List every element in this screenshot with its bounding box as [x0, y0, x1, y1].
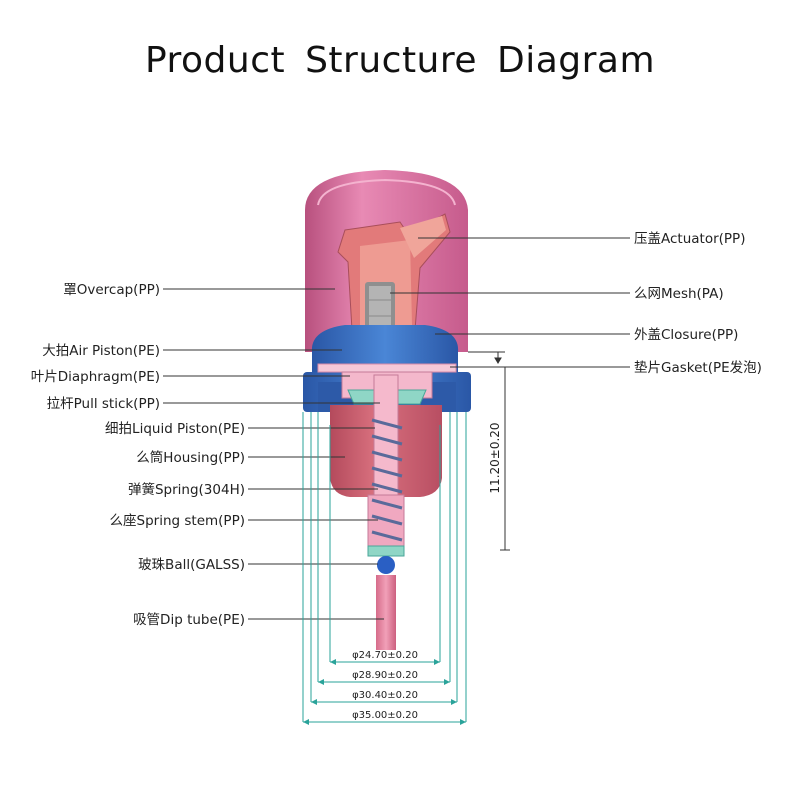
spring [371, 418, 403, 542]
label-spring-stem: 么座Spring stem(PP) [110, 513, 245, 529]
diameter-label-1: φ24.70±0.20 [352, 650, 418, 661]
diameter-extension-lines [302, 412, 467, 722]
diameter-dimension-lines [303, 661, 466, 723]
label-gasket: 垫片Gasket(PE发泡) [634, 360, 762, 376]
dip-tube [376, 575, 396, 650]
spring-stem [367, 545, 405, 557]
page-title: Product Structure Diagram [144, 40, 656, 81]
label-spring: 弹簧Spring(304H) [128, 482, 245, 498]
label-diaphragm: 叶片Diaphragm(PE) [31, 369, 160, 385]
diameter-label-4: φ35.00±0.20 [352, 710, 418, 721]
label-closure: 外盖Closure(PP) [634, 327, 738, 343]
height-dimension: 11.20±0.20 [488, 367, 510, 551]
label-overcap: 罩Overcap(PP) [63, 282, 160, 298]
label-dip-tube: 吸管Dip tube(PE) [133, 612, 245, 628]
diameter-label-3: φ30.40±0.20 [352, 690, 418, 701]
diameter-label-2: φ28.90±0.20 [352, 670, 418, 681]
right-leader-lines [390, 237, 630, 368]
height-dimension-label: 11.20±0.20 [488, 422, 502, 493]
label-housing: 么筒Housing(PP) [136, 449, 245, 466]
diameter-arrows [303, 659, 466, 725]
label-ball: 玻珠Ball(GALSS) [138, 557, 245, 573]
label-pull-stick: 拉杆Pull stick(PP) [47, 396, 160, 412]
label-air-piston: 大拍Air Piston(PE) [42, 343, 160, 359]
label-actuator: 压盖Actuator(PP) [634, 231, 745, 247]
pull-stick [373, 374, 399, 496]
gasket [317, 363, 457, 373]
mesh [365, 282, 395, 338]
label-mesh: 么网Mesh(PA) [634, 286, 724, 302]
label-liquid-piston: 细拍Liquid Piston(PE) [105, 421, 245, 437]
ball [377, 556, 395, 574]
